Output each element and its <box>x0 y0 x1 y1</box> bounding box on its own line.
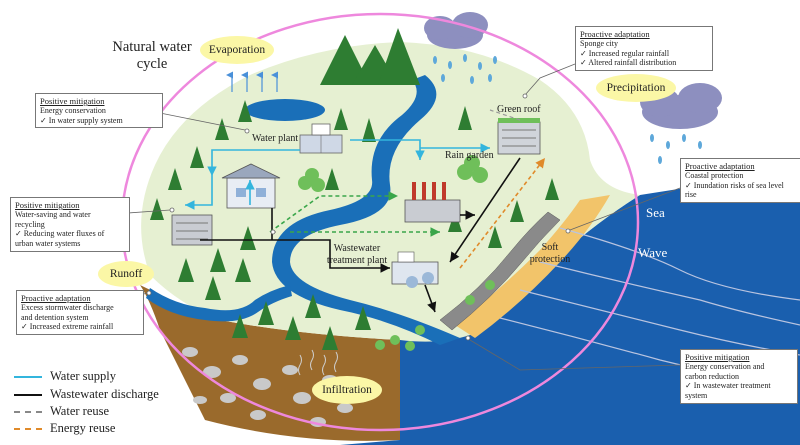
box-line: Energy conservation and <box>685 362 765 372</box>
wastewater-plant-label: Wastewater treatment plant <box>326 243 388 266</box>
infiltration-label: Infiltration <box>312 376 382 404</box>
evaporation-arrows <box>226 71 279 92</box>
wastewater-flows <box>200 157 521 313</box>
diagram-title: Natural water cycle <box>112 39 192 72</box>
lake <box>245 99 325 121</box>
legend-label: Wastewater discharge <box>50 387 159 401</box>
box-mitigation-wastewater: Positive mitigation Energy conservation … <box>680 349 798 404</box>
infiltration-lines <box>298 349 338 376</box>
mountains <box>320 28 420 85</box>
box-line: Sponge city <box>580 39 618 49</box>
box-adaptation-coastal: Proactive adaptation Coastal protection … <box>680 158 800 203</box>
wastewater-plant-building <box>391 251 439 288</box>
box-line: urban water systems <box>15 238 81 248</box>
box-title: Proactive adaptation <box>685 161 755 171</box>
water-plant-label: Water plant <box>252 133 299 144</box>
wave-label: Wave <box>638 245 668 260</box>
box-line: Excess stormwater discharge <box>21 303 114 313</box>
box-title: Positive mitigation <box>685 352 750 362</box>
box-line: Energy conservation <box>40 106 106 116</box>
box-title: Proactive adaptation <box>21 293 91 303</box>
box-line: ✓ Reducing water fluxes of <box>15 229 105 239</box>
water-plant-building <box>299 123 343 154</box>
runoff-label: Runoff <box>98 261 154 287</box>
box-mitigation-energy: Positive mitigation Energy conservation … <box>35 93 163 129</box>
sea-label: Sea <box>646 205 665 220</box>
legend-swatch <box>14 410 42 413</box>
box-line: rise <box>685 190 697 200</box>
soft-protection-label: Soft protection <box>529 242 571 265</box>
legend-swatch <box>14 427 42 430</box>
green-roof-building <box>497 118 541 155</box>
box-line: recycling <box>15 219 45 229</box>
legend-item-energy-reuse: Energy reuse <box>14 421 115 436</box>
legend-label: Water supply <box>50 369 116 383</box>
rain-garden-label: Rain garden <box>445 150 494 161</box>
legend-swatch <box>14 375 42 378</box>
factory-building <box>404 182 461 223</box>
box-line: Water-saving and water <box>15 210 91 220</box>
round-trees <box>298 155 495 351</box>
box-title: Positive mitigation <box>15 200 80 210</box>
box-line: carbon reduction <box>685 371 739 381</box>
box-line: ✓ In water supply system <box>40 115 123 125</box>
legend-item-water-supply: Water supply <box>14 369 116 384</box>
box-line: ✓ Increased extreme rainfall <box>21 322 114 332</box>
legend-label: Energy reuse <box>50 421 116 435</box>
grey-flows <box>489 109 521 121</box>
box-line: system <box>685 390 708 400</box>
legend-swatch <box>14 393 42 396</box>
box-mitigation-water-saving: Positive mitigation Water-saving and wat… <box>10 197 130 252</box>
water-supply-flows <box>185 139 490 210</box>
green-roof-label: Green roof <box>497 104 541 115</box>
box-line: ✓ In wastewater treatment <box>685 381 771 391</box>
box-line: Coastal protection <box>685 171 744 181</box>
leader-lines <box>99 63 681 371</box>
rain-drops <box>433 54 702 166</box>
river <box>272 75 460 345</box>
box-line: ✓ Increased regular rainfall <box>580 48 670 58</box>
box-title: Proactive adaptation <box>580 29 650 39</box>
box-line: and detention system <box>21 312 89 322</box>
box-adaptation-stormwater: Proactive adaptation Excess stormwater d… <box>16 290 144 335</box>
legend-item-wastewater-discharge: Wastewater discharge <box>14 387 159 402</box>
box-title: Positive mitigation <box>40 96 105 106</box>
box-line: ✓ Inundation risks of sea level <box>685 180 784 190</box>
legend-label: Water reuse <box>50 404 110 418</box>
evaporation-label: Evaporation <box>200 36 274 64</box>
legend-item-water-reuse: Water reuse <box>14 404 109 419</box>
runoff-stream <box>146 285 292 322</box>
trees <box>150 100 559 350</box>
water-reuse-flows <box>269 191 440 237</box>
energy-reuse-flows <box>459 157 546 269</box>
box-adaptation-sponge: Proactive adaptation Sponge city ✓ Incre… <box>575 26 713 71</box>
precipitation-label: Precipitation <box>596 74 676 102</box>
box-line: ✓ Altered rainfall distribution <box>580 58 677 68</box>
